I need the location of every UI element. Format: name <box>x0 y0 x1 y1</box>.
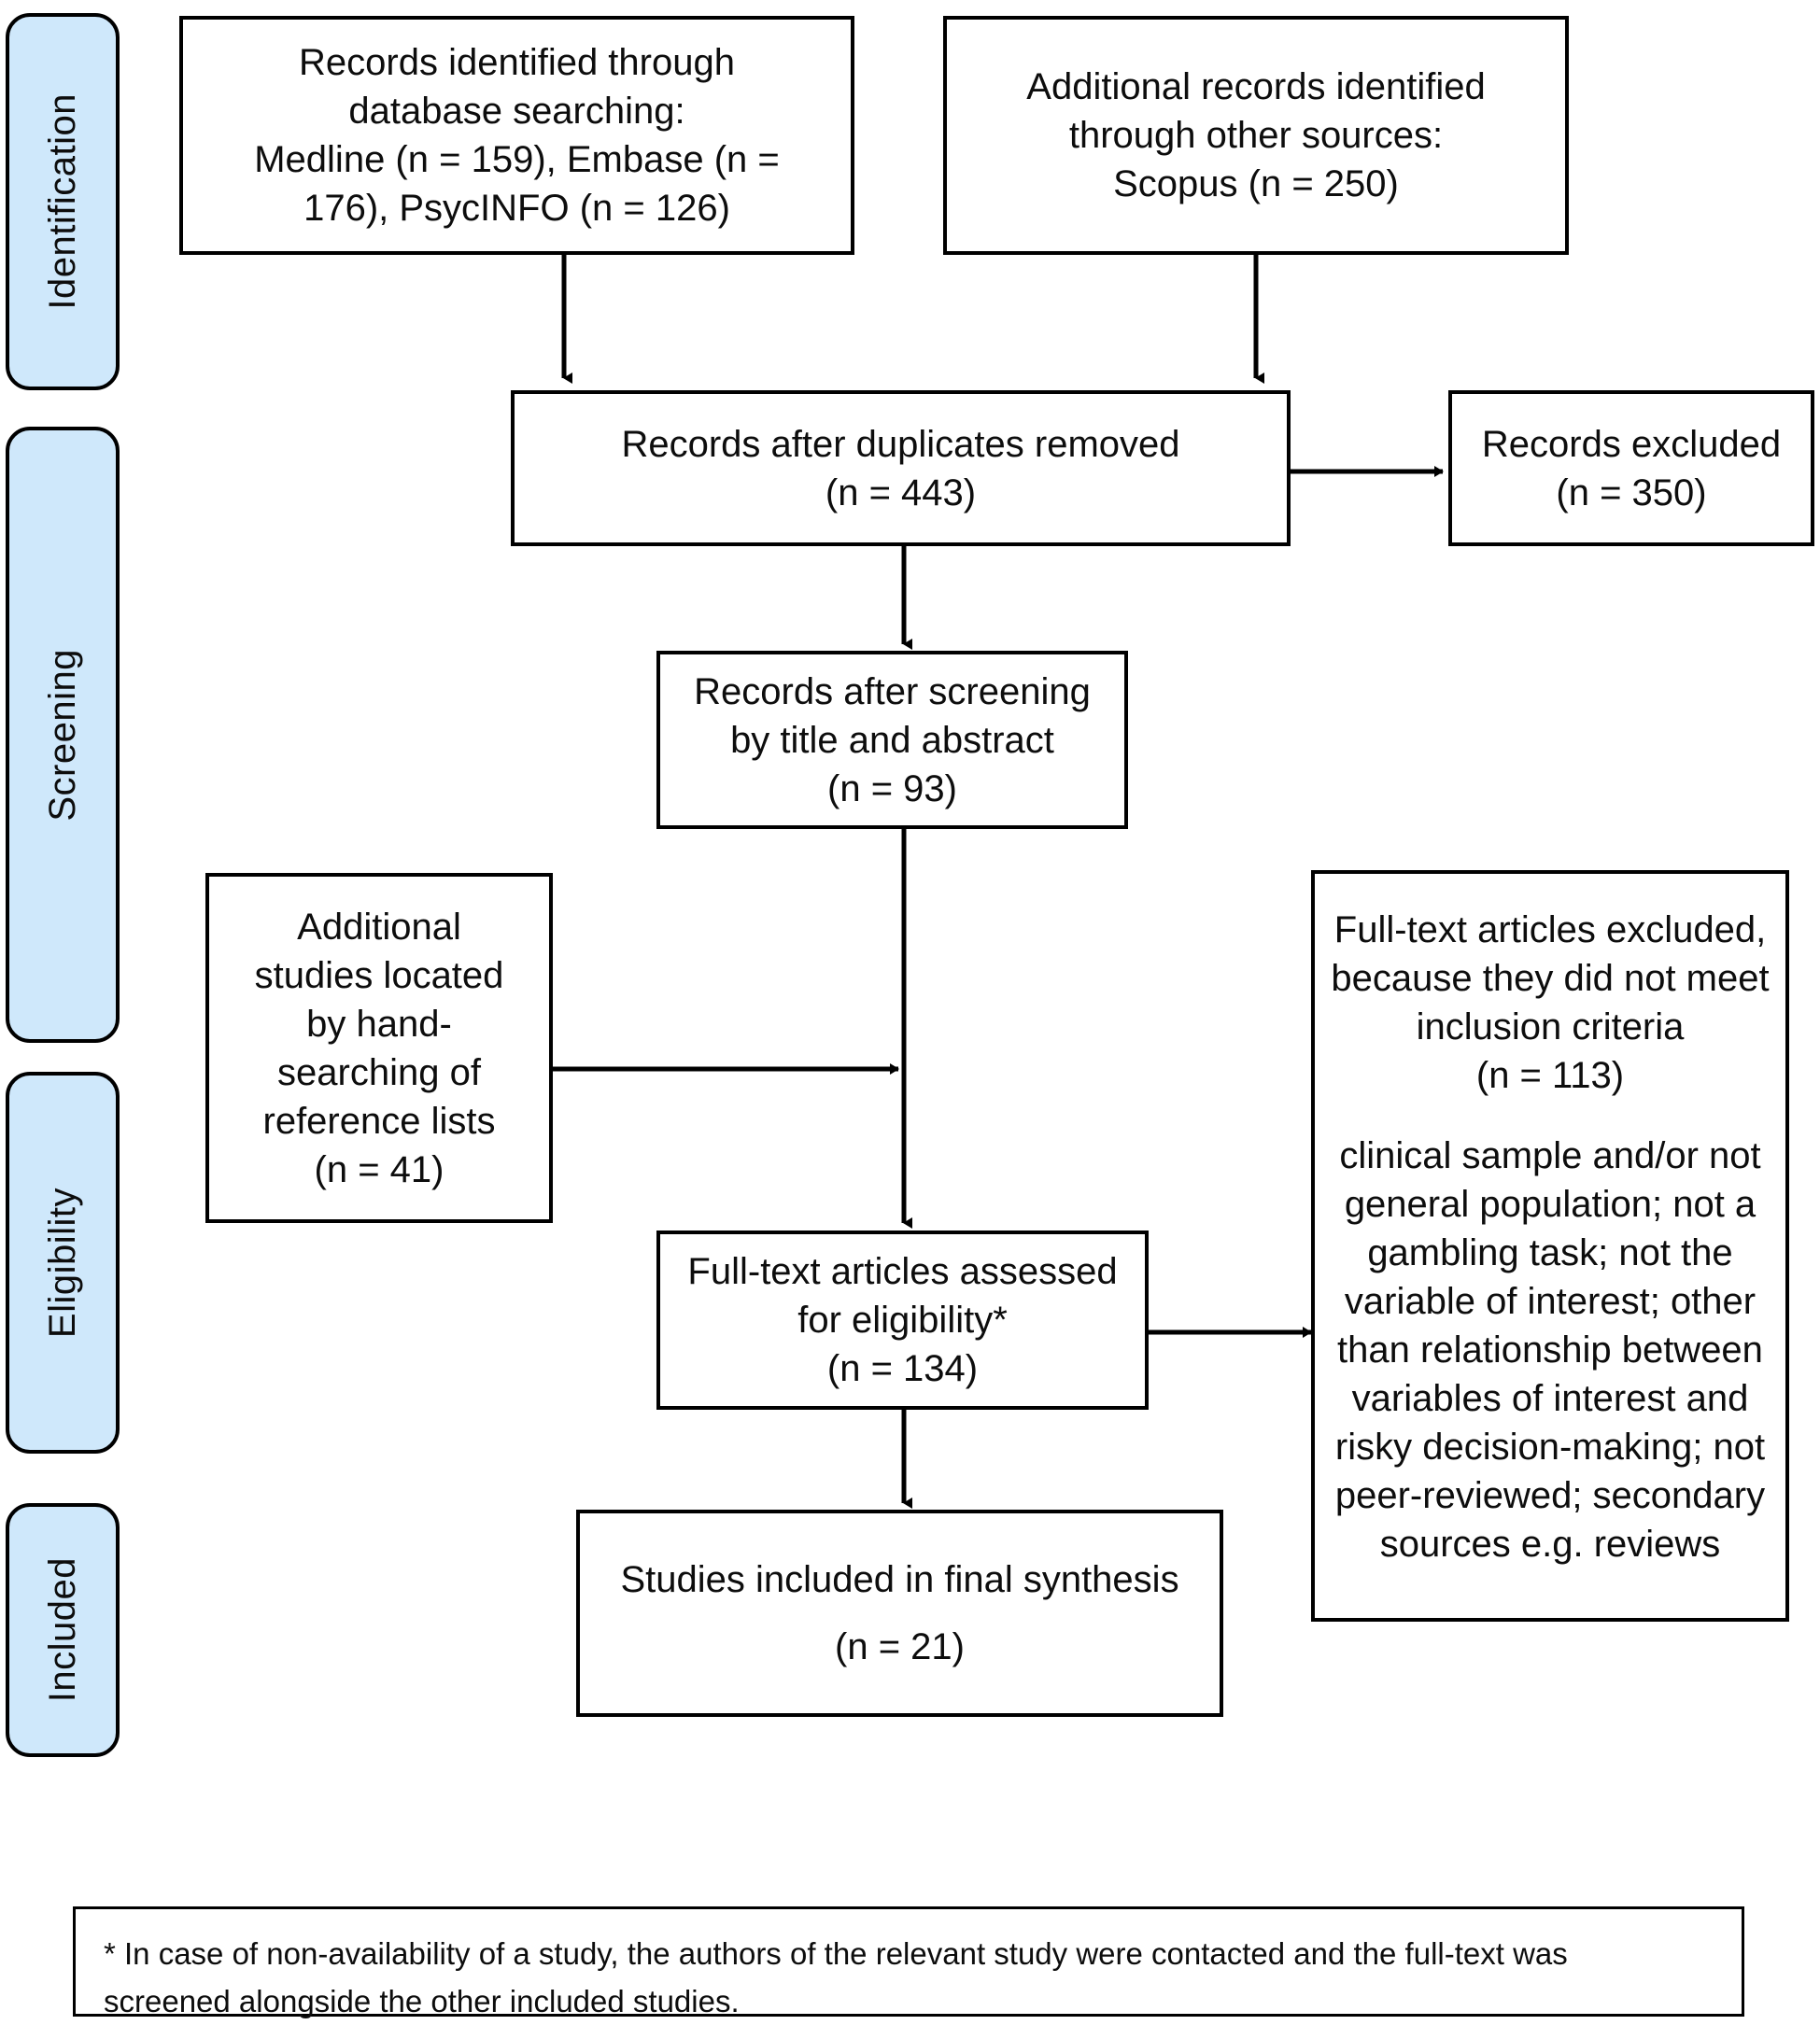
box-line: reference lists <box>262 1100 496 1142</box>
stage-label-screening: Screening <box>42 648 83 822</box>
box-line: Medline (n = 159), Embase (n = <box>254 139 780 180</box>
box-line: (n = 350) <box>1556 471 1707 513</box>
box-records-excluded: Records excluded (n = 350) <box>1448 390 1814 546</box>
box-line: by hand- <box>306 1003 452 1045</box>
box-line: for eligibility* <box>797 1300 1008 1341</box>
box-line: Records after screening <box>694 670 1091 712</box>
stage-label-identification: Identification <box>42 93 83 310</box>
stage-label-included: Included <box>42 1557 83 1703</box>
box-line: sources e.g. reviews <box>1379 1524 1721 1565</box>
box-line: variable of interest; other <box>1344 1281 1757 1322</box>
box-records-other-sources: Additional records identified through ot… <box>943 16 1569 255</box>
box-line: (n = 21) <box>835 1626 965 1667</box>
stage-pill-included: Included <box>6 1503 120 1757</box>
stage-pill-identification: Identification <box>6 13 120 390</box>
box-line: inclusion criteria <box>1416 1006 1685 1048</box>
box-line: Additional records identified <box>1026 66 1486 107</box>
box-line: Records excluded <box>1481 423 1782 465</box>
stage-label-eligibility: Eligibility <box>42 1187 83 1339</box>
footnote-line-2: screened alongside the other included st… <box>104 1984 740 2019</box>
box-line: Full-text articles assessed <box>687 1251 1118 1292</box>
box-records-after-screening: Records after screening by title and abs… <box>656 651 1128 829</box>
box-line: 176), PsycINFO (n = 126) <box>303 188 730 229</box>
box-hand-searching-studies: Additional studies located by hand- sear… <box>205 873 553 1223</box>
stage-pill-eligibility: Eligibility <box>6 1072 120 1454</box>
box-line: through other sources: <box>1068 115 1444 156</box>
box-line: searching of <box>277 1051 481 1093</box>
footnote-box: * In case of non-availability of a study… <box>73 1906 1744 2018</box>
box-line: variables of interest and <box>1351 1378 1749 1419</box>
box-line: by title and abstract <box>730 719 1054 761</box>
box-line: studies located <box>254 954 504 996</box>
stage-pill-screening: Screening <box>6 427 120 1043</box>
box-fulltext-excluded: Full-text articles excluded, because the… <box>1311 870 1789 1622</box>
box-line: Records after duplicates removed <box>621 423 1180 465</box>
box-line: general population; not a <box>1344 1184 1757 1225</box>
box-line: than relationship between <box>1337 1329 1763 1371</box>
box-line: (n = 93) <box>827 767 957 809</box>
box-fulltext-assessed-eligibility: Full-text articles assessed for eligibil… <box>656 1230 1149 1410</box>
box-line: peer-reviewed; secondary <box>1334 1475 1766 1516</box>
box-line: (n = 113) <box>1475 1055 1625 1096</box>
box-line: Records identified through <box>299 42 735 83</box>
box-records-database-search: Records identified through database sear… <box>179 16 854 255</box>
box-line: (n = 443) <box>825 471 977 513</box>
box-line: Scopus (n = 250) <box>1113 163 1399 204</box>
box-line: gambling task; not the <box>1367 1232 1733 1273</box>
box-line: database searching: <box>348 91 685 132</box>
box-line: clinical sample and/or not <box>1339 1135 1761 1176</box>
box-records-after-duplicates-removed: Records after duplicates removed (n = 44… <box>511 390 1291 546</box>
box-line: (n = 41) <box>314 1148 444 1190</box>
footnote-line-1: * In case of non-availability of a study… <box>104 1936 1568 1971</box>
box-line: (n = 134) <box>826 1348 979 1389</box>
box-line: risky decision-making; not <box>1334 1427 1766 1468</box>
box-studies-included-final-synthesis: Studies included in final synthesis (n =… <box>576 1510 1223 1717</box>
box-line: Full-text articles excluded, <box>1333 909 1767 950</box>
box-line: Studies included in final synthesis <box>620 1559 1179 1600</box>
box-line: Additional <box>297 906 461 948</box>
box-line: because they did not meet <box>1331 958 1770 999</box>
